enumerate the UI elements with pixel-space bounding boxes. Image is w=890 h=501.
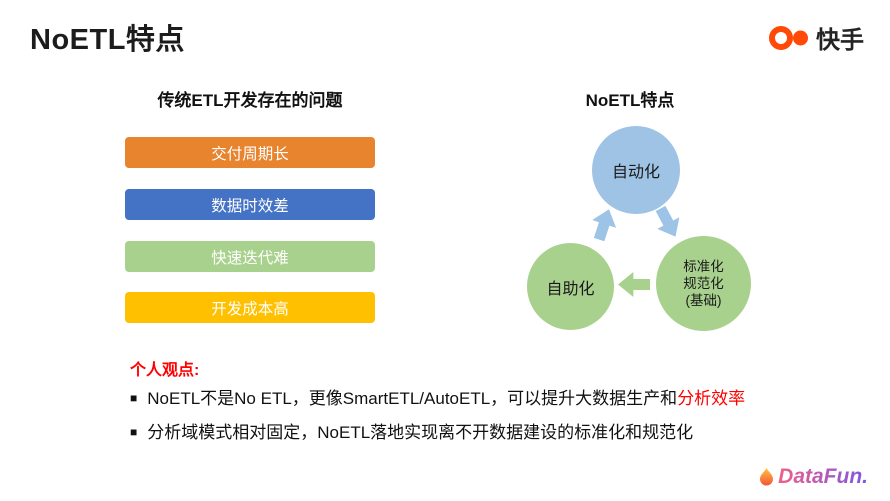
datafun-logo: DataFun. [759, 465, 868, 489]
cycle-arrow-left-icon [618, 272, 650, 297]
kuaishou-icon [769, 25, 808, 50]
bullet-marker-icon: ■ [130, 391, 138, 405]
datafun-wordmark: DataFun. [778, 465, 868, 488]
problem-bar-delivery: 交付周期长 [125, 137, 375, 168]
cycle-node-standardization-line2: 规范化 [683, 276, 724, 291]
cycle-arrow-up-icon [587, 205, 621, 243]
flame-icon [760, 468, 774, 486]
page-title: NoETL特点 [30, 24, 185, 56]
bullet-marker-icon: ■ [130, 425, 138, 439]
opinion-heading: 个人观点: [130, 362, 200, 379]
kuaishou-logo: 快手 [768, 20, 864, 55]
kuaishou-wordmark: 快手 [816, 27, 864, 54]
right-panel-heading: NoETL特点 [585, 91, 675, 110]
opinion-bullet-2: ■ 分析域模式相对固定，NoETL落地实现离不开数据建设的标准化和规范化 [130, 418, 693, 443]
problem-bar-timeliness: 数据时效差 [125, 189, 375, 220]
bullet-highlight: 分析效率 [677, 389, 746, 408]
bullet-text: 分析域模式相对固定，NoETL落地实现离不开数据建设的标准化和规范化 [147, 423, 694, 442]
bullet-text: NoETL不是No ETL，更像SmartETL/AutoETL，可以提升大数据… [147, 389, 678, 408]
opinion-bullet-1: ■ NoETL不是No ETL，更像SmartETL/AutoETL，可以提升大数… [130, 384, 745, 409]
cycle-node-standardization-line3: (基础) [685, 293, 722, 308]
cycle-node-selfservice: 自助化 [527, 243, 614, 330]
cycle-node-automation: 自动化 [592, 126, 680, 214]
problem-bar-cost: 开发成本高 [125, 292, 375, 323]
cycle-node-standardization: 标准化 规范化 (基础) [656, 236, 751, 331]
left-panel-heading: 传统ETL开发存在的问题 [157, 91, 343, 110]
cycle-node-standardization-line1: 标准化 [683, 259, 724, 274]
problem-bar-iteration: 快速迭代难 [125, 241, 375, 272]
